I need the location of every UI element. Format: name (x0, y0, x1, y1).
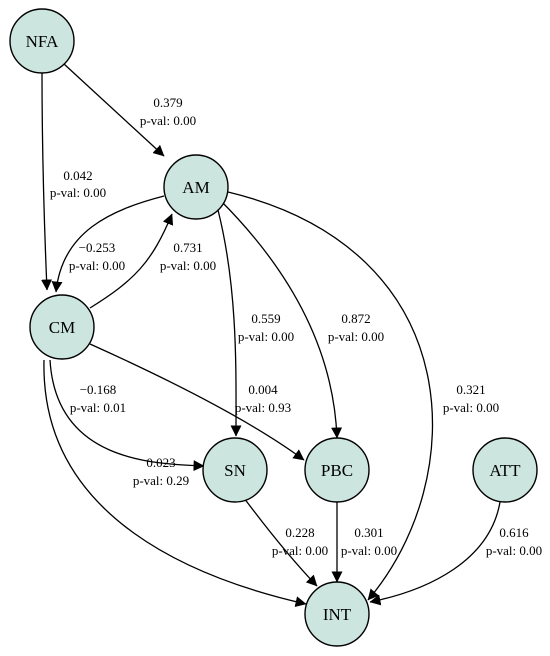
label-att-int-coef: 0.616 (499, 525, 529, 540)
node-pbc: PBC (304, 437, 370, 503)
label-am-sn-pval: p-val: 0.00 (238, 329, 294, 344)
label-cm-sn-pval: p-val: 0.01 (70, 400, 126, 415)
node-nfa-label: NFA (26, 32, 59, 51)
label-am-int-coef: 0.321 (456, 382, 485, 397)
label-am-pbc-pval: p-val: 0.00 (328, 329, 384, 344)
node-am-label: AM (182, 178, 209, 197)
node-cm: CM (29, 294, 95, 360)
label-att-int-pval: p-val: 0.00 (486, 543, 542, 558)
node-sn: SN (202, 437, 268, 503)
label-am-cm-pval: p-val: 0.00 (69, 258, 125, 273)
label-nfa-am-pval: p-val: 0.00 (140, 113, 196, 128)
label-pbc-int-pval: p-val: 0.00 (341, 543, 397, 558)
label-am-int-pval: p-val: 0.00 (443, 400, 499, 415)
label-am-sn-coef: 0.559 (251, 311, 280, 326)
edge-att-int (369, 501, 501, 606)
node-att: ATT (472, 437, 538, 503)
node-sn-label: SN (224, 461, 246, 480)
edge-sn-int (243, 497, 318, 587)
label-cm-int-pval: p-val: 0.29 (133, 473, 189, 488)
edge-cm-pbc (89, 343, 305, 461)
label-cm-pbc-pval: p-val: 0.93 (235, 400, 291, 415)
node-int: INT (304, 581, 370, 647)
label-cm-pbc-coef: 0.004 (248, 382, 278, 397)
edge-am-sn (217, 209, 242, 437)
node-att-label: ATT (489, 461, 521, 480)
label-am-pbc-coef: 0.872 (341, 311, 370, 326)
edge-am-int (227, 191, 434, 601)
edge-cm-sn (49, 359, 205, 472)
label-sn-int-coef: 0.228 (285, 525, 314, 540)
label-cm-int-coef: 0.023 (146, 455, 175, 470)
node-int-label: INT (323, 605, 352, 624)
node-pbc-label: PBC (321, 461, 353, 480)
label-nfa-am-coef: 0.379 (153, 95, 182, 110)
label-sn-int-pval: p-val: 0.00 (272, 543, 328, 558)
label-nfa-cm-coef: 0.042 (63, 168, 92, 183)
label-am-cm-coef: −0.253 (79, 240, 116, 255)
edge-nfa-am (63, 63, 165, 157)
node-cm-label: CM (49, 318, 75, 337)
edge-cm-int (43, 359, 307, 608)
node-nfa: NFA (9, 8, 75, 74)
label-cm-am-pval: p-val: 0.00 (160, 258, 216, 273)
label-nfa-cm-pval: p-val: 0.00 (50, 185, 106, 200)
node-am: AM (163, 154, 229, 220)
edge-nfa-cm (41, 71, 53, 291)
label-cm-am-coef: 0.731 (173, 240, 202, 255)
label-pbc-int-coef: 0.301 (354, 525, 383, 540)
edge-am-pbc (219, 199, 343, 439)
label-cm-sn-coef: −0.168 (80, 382, 117, 397)
edge-am-cm (51, 195, 165, 293)
edge-cm-am (89, 213, 174, 309)
